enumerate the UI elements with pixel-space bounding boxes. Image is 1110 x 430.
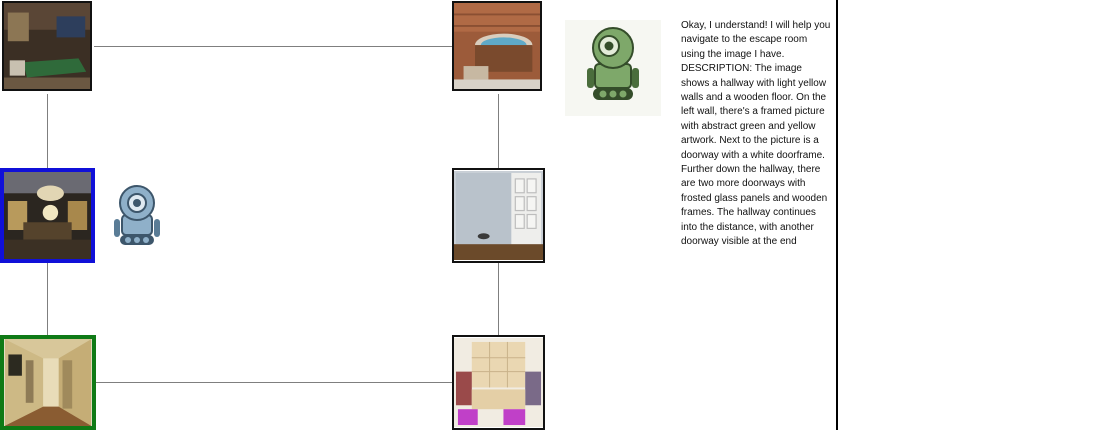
map-edge-left-upper [47, 94, 48, 168]
player-robot-icon [108, 183, 166, 249]
chat-avatar [565, 20, 661, 116]
room-game-room[interactable] [2, 1, 92, 91]
map-edge-right-lower [498, 263, 499, 335]
robot-icon [587, 27, 639, 100]
chat-message: Okay, I understand! I will help you navi… [681, 20, 831, 248]
walk-in-closet-photo [454, 338, 543, 427]
hot-tub-photo [454, 3, 540, 89]
room-french-door-room[interactable] [452, 168, 545, 263]
chandelier-hall-photo [4, 172, 91, 259]
panel-divider [836, 0, 838, 430]
map-edge-left-lower [47, 263, 48, 335]
hallway-photo [4, 339, 92, 426]
billiard-room-photo [4, 3, 90, 89]
map-edge-bottom [94, 382, 452, 383]
room-hot-tub-room[interactable] [452, 1, 542, 91]
room-hallway-goal[interactable] [0, 335, 96, 430]
map-edge-top [94, 46, 452, 47]
room-closet[interactable] [452, 335, 545, 430]
empty-room-french-doors-photo [454, 171, 543, 260]
map-edge-right-upper [498, 94, 499, 168]
room-ballroom-current[interactable] [0, 168, 95, 263]
